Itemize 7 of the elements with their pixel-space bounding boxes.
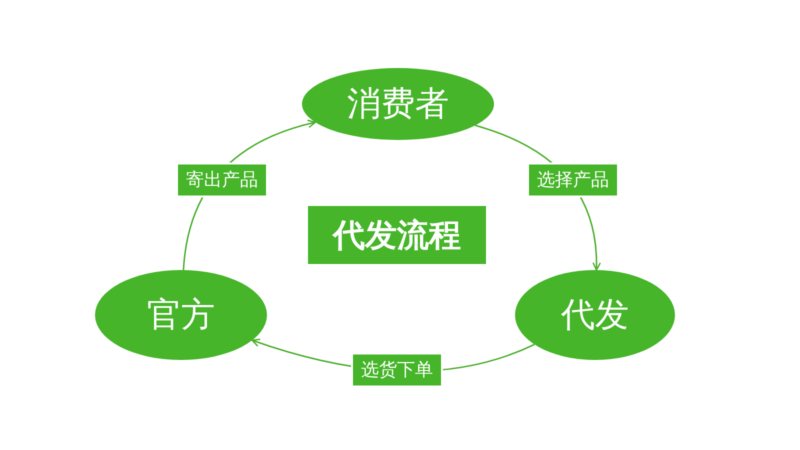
ellipse-node: 官方: [95, 270, 267, 360]
ellipse-node: 代发: [515, 270, 675, 360]
edge-label: 选择产品: [527, 162, 619, 198]
ellipse-node: 消费者: [302, 68, 494, 140]
title-banner: 代发流程: [308, 206, 486, 264]
edge-label: 选货下单: [351, 352, 443, 388]
edge-label: 寄出产品: [176, 162, 268, 198]
